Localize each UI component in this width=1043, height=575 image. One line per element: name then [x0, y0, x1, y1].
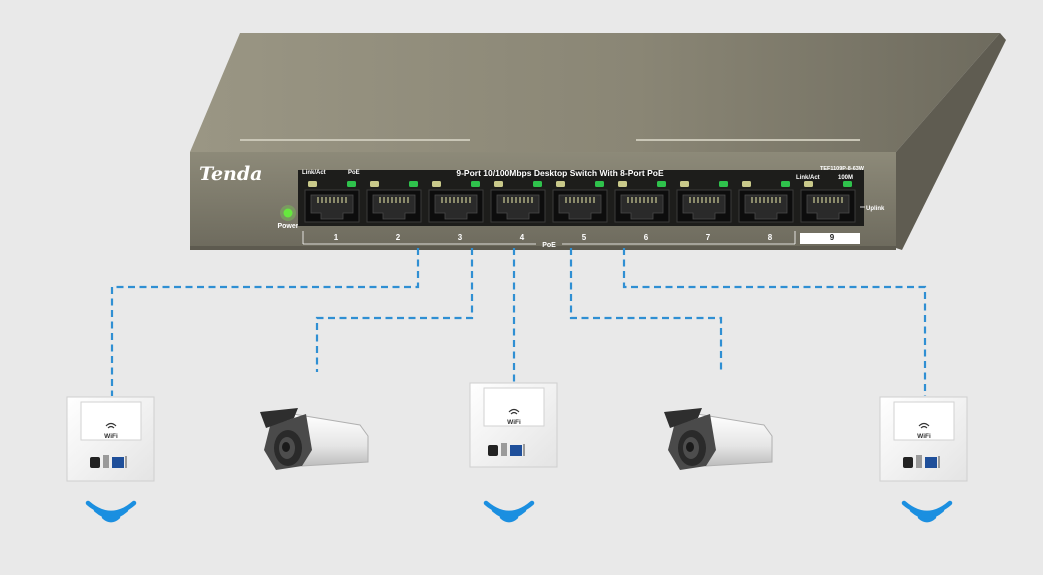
brand-logo: Tenda: [199, 163, 262, 185]
poe-led-label: PoE: [348, 170, 360, 176]
link-act-led: [370, 181, 379, 187]
rj45-port-3: [428, 189, 484, 223]
bullet-camera-1: [260, 408, 369, 470]
rj45-port-2: [366, 189, 422, 223]
wifi-signal-icon: [85, 500, 137, 523]
poe-led: [533, 181, 542, 187]
switch-top: [190, 33, 1000, 152]
wall-access-point-1: WiFi: [66, 396, 155, 482]
link-port3-to-ap1: [110, 248, 420, 396]
port-number-2: 2: [396, 233, 401, 242]
port-number-9: 9: [830, 233, 835, 242]
power-led: [283, 208, 293, 218]
rj45-port-1: [304, 189, 360, 223]
link-port5-to-camera2: [569, 248, 723, 372]
rj45-port-5: [552, 189, 608, 223]
port-number-7: 7: [706, 233, 711, 242]
link-act-led: [308, 181, 317, 187]
wifi-logo-icon: [918, 422, 930, 429]
uplink-label: Uplink: [866, 206, 885, 212]
link-act-led: [556, 181, 565, 187]
port-9-label-box: [800, 233, 860, 244]
wifi-logo-icon: [508, 408, 520, 415]
ap-ports-icon: [90, 455, 127, 468]
port-number-6: 6: [644, 233, 649, 242]
link-port3-to-camera1: [315, 248, 474, 372]
rj45-port-6: [614, 189, 670, 223]
link-port6-to-ap3: [622, 248, 927, 396]
poe-led: [719, 181, 728, 187]
speed-label: 100M: [838, 175, 853, 181]
switch-model: TEF1109P-8-63W: [820, 166, 865, 172]
link-act-led: [432, 181, 441, 187]
poe-led: [471, 181, 480, 187]
poe-led: [409, 181, 418, 187]
port-number-1: 1: [334, 233, 339, 242]
wifi-signal-icon: [901, 500, 953, 523]
poe-led: [347, 181, 356, 187]
ap-ports-icon: [903, 455, 940, 468]
speed-led: [843, 181, 852, 187]
ap-2-label: WiFi: [507, 419, 521, 426]
poe-switch: Tenda Power Link/Act PoE 9-Port 10/100Mb…: [190, 33, 1006, 250]
port-number-3: 3: [458, 233, 463, 242]
poe-led: [657, 181, 666, 187]
port-number-8: 8: [768, 233, 773, 242]
ap-1-label: WiFi: [104, 433, 118, 440]
poe-led: [781, 181, 790, 187]
wifi-signal-icon: [483, 500, 535, 523]
link-act-label: Link/Act: [302, 170, 326, 176]
link-act-led: [742, 181, 751, 187]
ap-3-label: WiFi: [917, 433, 931, 440]
rj45-port-8: [738, 189, 794, 223]
link-act-led: [680, 181, 689, 187]
link-act-led: [804, 181, 813, 187]
port-number-4: 4: [520, 233, 525, 242]
rj45-port-4: [490, 189, 546, 223]
port-number-5: 5: [582, 233, 587, 242]
power-label: Power: [277, 223, 298, 230]
switch-title: 9-Port 10/100Mbps Desktop Switch With 8-…: [456, 168, 664, 178]
link-act-led: [494, 181, 503, 187]
wifi-logo-icon: [105, 422, 117, 429]
poe-bracket-label: PoE: [542, 242, 556, 249]
link-act-led: [618, 181, 627, 187]
connection-lines: [110, 248, 927, 396]
rj45-port-7: [676, 189, 732, 223]
wall-access-point-3: WiFi: [879, 396, 968, 482]
bullet-camera-2: [664, 408, 773, 470]
switch-side: [896, 33, 1006, 250]
link-act-label-right: Link/Act: [796, 175, 820, 181]
ap-ports-icon: [488, 443, 525, 456]
wall-access-point-2: WiFi: [469, 382, 558, 468]
rj45-port-9: [800, 189, 856, 223]
poe-led: [595, 181, 604, 187]
